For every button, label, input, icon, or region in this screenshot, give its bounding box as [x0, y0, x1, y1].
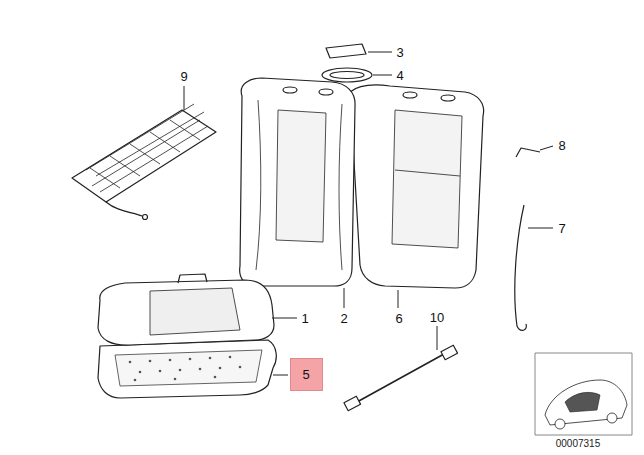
heating-mat [72, 110, 216, 202]
callout-number: 2 [340, 311, 347, 326]
cable [357, 354, 444, 402]
inset-frame [535, 353, 632, 435]
callout-number: 7 [558, 221, 565, 236]
callout-number: 3 [396, 45, 403, 60]
callout-number: 5 [302, 367, 309, 382]
callout-number: 9 [180, 69, 187, 84]
callout-number: 8 [558, 138, 565, 153]
cushion-cover [98, 280, 274, 345]
callout-number: 4 [396, 68, 403, 83]
plate [326, 44, 366, 58]
backrest-front [240, 78, 355, 286]
cushion-base [98, 340, 276, 398]
callout-number: 10 [430, 310, 444, 325]
callout-number: 1 [301, 311, 308, 326]
backrest-rear [350, 85, 484, 288]
callout-number: 6 [395, 311, 402, 326]
ring [322, 68, 372, 82]
hook [516, 148, 540, 157]
wire [515, 205, 527, 330]
figure-number: 00007315 [556, 438, 601, 450]
highlight-box: 5 [290, 358, 323, 391]
